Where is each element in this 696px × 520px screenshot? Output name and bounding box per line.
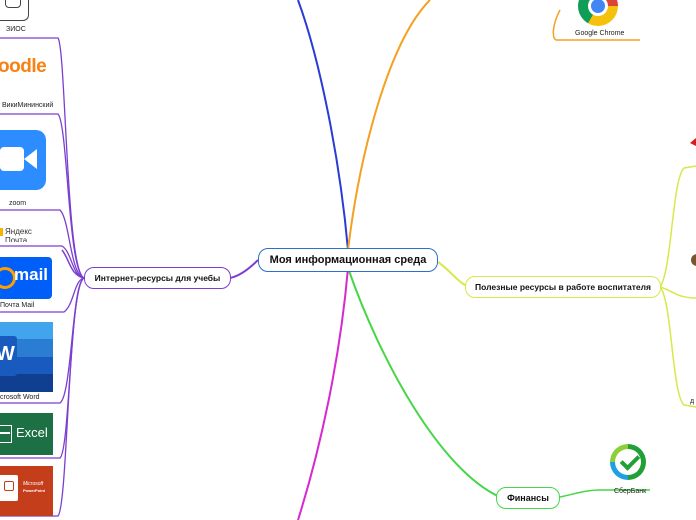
link-top-right-orange	[347, 0, 431, 251]
link-yandex	[0, 245, 85, 279]
mailru-text: mail	[14, 265, 49, 284]
chrome-logo[interactable]	[578, 0, 618, 26]
branch-internet-resources[interactable]: Интернет-ресурсы для учебы	[84, 267, 231, 289]
word-stripe-1	[0, 322, 53, 339]
excel-text: Excel	[16, 425, 48, 440]
excel-grid-icon	[0, 425, 12, 443]
link-wiki	[0, 113, 85, 279]
yandex-mail-logo[interactable]: Яндекс Почта	[0, 222, 50, 242]
word-label: crosoft Word	[0, 394, 40, 401]
link-mail	[0, 277, 85, 313]
branch-finance-label: Финансы	[507, 493, 549, 503]
red-partial-mark	[690, 138, 696, 146]
sber-label: СберБанк	[614, 488, 647, 495]
link-chrome	[552, 9, 640, 41]
link-zoom	[0, 209, 85, 279]
branch-useful-label: Полезные ресурсы в работе воспитателя	[475, 282, 651, 292]
link-top-blue	[297, 0, 349, 251]
link-useful-down	[659, 286, 696, 408]
chrome-center-dot-icon	[591, 0, 605, 13]
moodle-text: oodle	[0, 56, 47, 77]
yandex-envelope-icon	[0, 228, 3, 236]
link-bottom-magenta	[297, 267, 349, 520]
powerpoint-logo[interactable]: Microsoft PowerPoint	[0, 466, 53, 516]
word-stripe-4	[0, 374, 53, 392]
sberbank-inner-icon	[615, 449, 641, 475]
zios-label: ЗИОС	[6, 26, 26, 33]
wiki-label: ВикиМининский	[2, 102, 54, 109]
branch-useful-resources[interactable]: Полезные ресурсы в работе воспитателя	[465, 276, 661, 298]
moodle-logo[interactable]: oodle	[0, 48, 52, 92]
link-useful-up	[659, 165, 696, 288]
powerpoint-name: PowerPoint	[23, 488, 46, 493]
zoom-label: zoom	[9, 200, 27, 207]
zoom-camera-lens-icon	[24, 149, 37, 169]
excel-logo[interactable]: Excel	[0, 413, 53, 455]
zoom-camera-icon	[0, 147, 24, 171]
word-logo[interactable]: W	[0, 322, 53, 392]
excel-grid-line-icon	[0, 432, 10, 434]
powerpoint-brand: Microsoft	[23, 481, 44, 487]
partial-right-label: д	[690, 398, 695, 405]
link-sber-green	[559, 489, 650, 498]
word-letter: W	[0, 343, 15, 365]
link-useful-mid	[659, 286, 696, 299]
zoom-logo[interactable]	[0, 130, 46, 190]
powerpoint-slide-mark-icon	[4, 481, 14, 491]
zios-thumbnail[interactable]	[0, 0, 29, 21]
mailru-at-icon	[0, 267, 16, 289]
branch-internet-label: Интернет-ресурсы для учебы	[94, 273, 221, 283]
link-finance-green	[347, 267, 501, 498]
central-node[interactable]: Моя информационная среда	[258, 248, 438, 272]
word-letter-tile: W	[0, 336, 17, 376]
link-internet-purple	[229, 259, 259, 279]
link-ppt	[0, 277, 85, 517]
chrome-label: Google Chrome	[575, 30, 625, 37]
branch-finance[interactable]: Финансы	[496, 487, 560, 509]
sberbank-logo[interactable]	[610, 444, 646, 480]
yandex-mail-text: Яндекс Почта	[5, 227, 32, 242]
brown-partial-icon	[691, 254, 696, 266]
central-node-label: Моя информационная среда	[269, 254, 427, 266]
mailru-logo[interactable]: mail	[0, 257, 52, 299]
zios-camera-icon	[5, 0, 21, 8]
mail-label: Почта Mail	[0, 302, 35, 309]
